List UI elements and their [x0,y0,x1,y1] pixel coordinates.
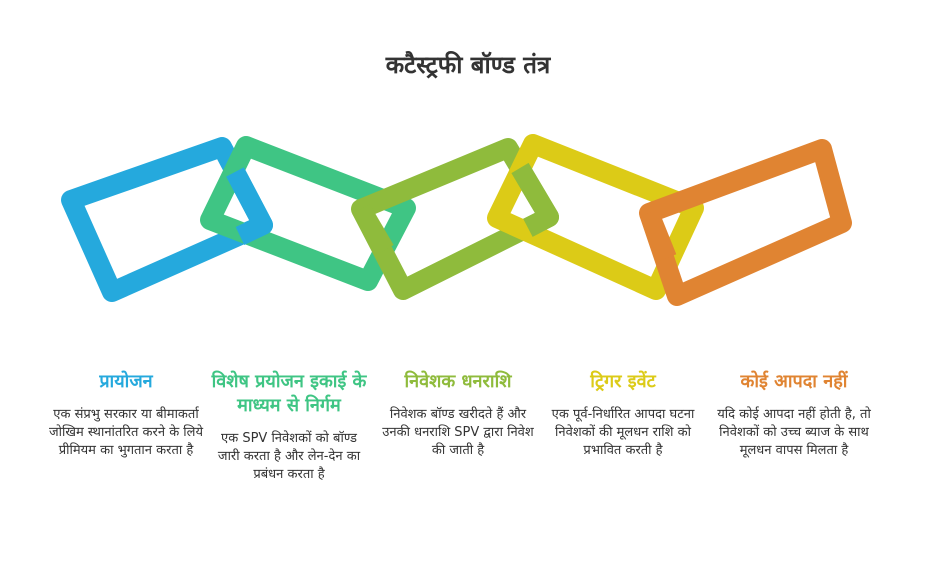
orange-over-yellow-overlap [639,209,677,262]
step-heading: कोई आपदा नहीं [740,371,848,392]
chain-link-yellow [487,134,704,300]
chain-links-graphic [61,134,852,306]
step-heading: निवेशक धनराशि [404,371,512,392]
blue-over-green-overlap [226,167,273,246]
chain-link-orange [639,139,852,306]
step-heading: ट्रिगर इवेंट [590,371,656,392]
yellow-link-ring [487,134,704,300]
step-description: एक पूर्व-निर्धारित आपदा घटना निवेशकों की… [551,407,695,458]
step-heading: प्रायोजन [99,371,153,392]
olive-over-yellow-overlap [511,162,559,237]
step-description: यदि कोई आपदा नहीं होती है, तो निवेशकों क… [717,407,871,458]
step-spv-issuance: विशेष प्रयोजन इकाई के माध्यम से निर्गम ए… [210,370,368,484]
step-investor-funds: निवेशक धनराशि निवेशक बॉण्ड खरीदते हैं और… [380,370,536,460]
diagram-title: कटैस्ट्रफी बॉण्ड तंत्र [385,51,551,79]
step-description: एक संप्रभु सरकार या बीमाकर्ता जोखिम स्था… [48,407,204,458]
step-description: एक SPV निवेशकों को बॉण्ड जारी करता है और… [217,431,361,482]
chain-link-green [200,136,416,291]
step-heading: विशेष प्रयोजन इकाई के माध्यम से निर्गम [211,371,367,416]
orange-link-ring [639,139,852,306]
step-prayojan: प्रायोजन एक संप्रभु सरकार या बीमाकर्ता ज… [44,370,208,460]
step-trigger-event: ट्रिगर इवेंट एक पूर्व-निर्धारित आपदा घटन… [545,370,701,460]
step-description: निवेशक बॉण्ड खरीदते हैं और उनकी धनराशि S… [382,407,534,458]
olive-over-green-overlap [352,203,394,256]
step-no-disaster: कोई आपदा नहीं यदि कोई आपदा नहीं होती है,… [712,370,876,460]
green-link-ring [200,136,416,291]
